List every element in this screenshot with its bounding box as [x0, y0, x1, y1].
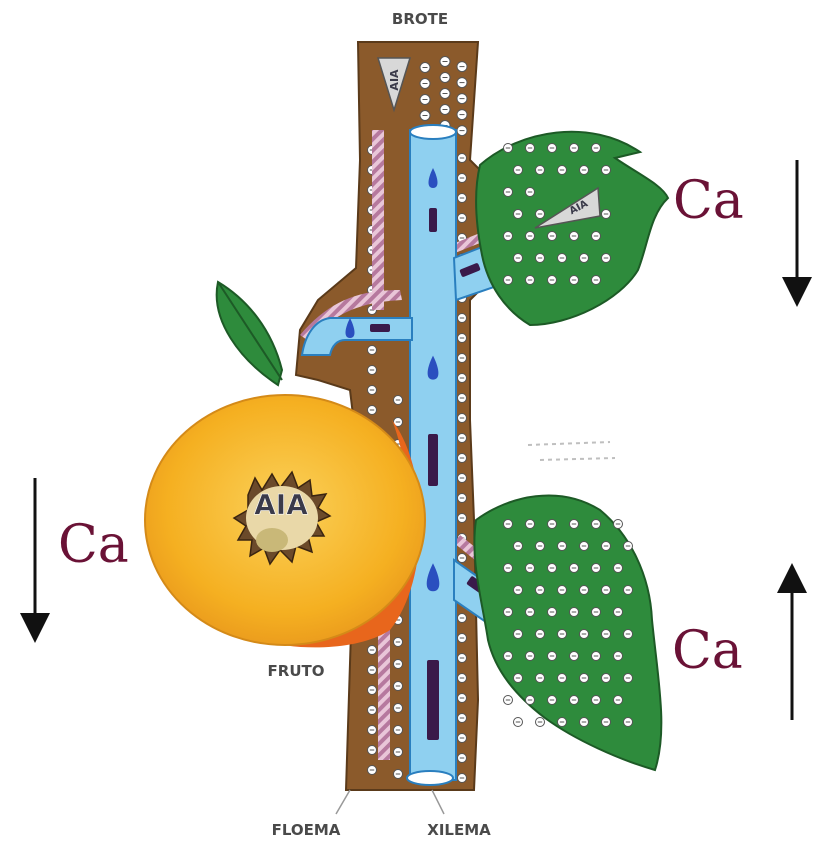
fruit-peach: AIA	[145, 395, 425, 647]
calcium-dash	[427, 660, 439, 740]
calcium-dash	[370, 324, 390, 332]
label-floema: FLOEMA	[272, 821, 341, 839]
scribble-mark	[528, 442, 615, 460]
upper-right-leaf	[476, 132, 668, 325]
ca-label-upper-right: Ca	[673, 171, 744, 231]
label-brote: BROTE	[392, 10, 448, 28]
hormone-aia-fruit: AIA	[254, 488, 308, 521]
label-xilema: XILEMA	[427, 821, 491, 839]
ca-label-lower-right: Ca	[672, 621, 743, 681]
lower-right-leaf	[474, 496, 661, 770]
svg-text:AIA: AIA	[388, 69, 401, 91]
phloem-strip-main	[372, 130, 384, 310]
label-fruto: FRUTO	[268, 662, 325, 680]
ca-label-left: Ca	[58, 515, 129, 575]
small-leaf	[217, 282, 282, 385]
calcium-dash	[429, 208, 437, 232]
calcium-dash	[428, 434, 438, 486]
